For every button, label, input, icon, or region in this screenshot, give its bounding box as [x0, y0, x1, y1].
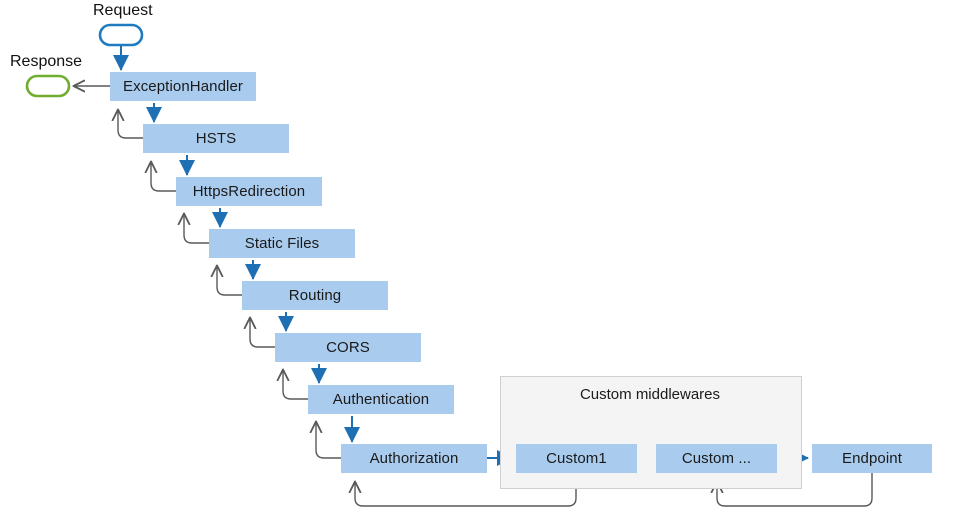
arrow-staticfiles-to-httpsredirection [184, 214, 209, 244]
arrow-hsts-to-exceptionhandler [118, 110, 143, 139]
middleware-box-static-files[interactable]: Static Files [209, 229, 355, 258]
arrow-routing-to-staticfiles [217, 266, 242, 296]
response-oval [25, 74, 71, 98]
arrow-endpoint-to-custommore [717, 473, 873, 507]
arrow-cors-to-routing [250, 318, 275, 348]
request-oval [98, 23, 144, 47]
middleware-box-authorization[interactable]: Authorization [341, 444, 487, 473]
arrow-authorization-to-authentication [316, 422, 341, 459]
arrow-httpsredirection-to-hsts [151, 162, 176, 192]
request-label: Request [93, 2, 153, 19]
middleware-box-endpoint[interactable]: Endpoint [812, 444, 932, 473]
middleware-box-cors[interactable]: CORS [275, 333, 421, 362]
arrow-custom1-to-authorization [355, 473, 577, 507]
middleware-box-exception-handler[interactable]: ExceptionHandler [110, 72, 256, 101]
arrow-authentication-to-cors [283, 370, 308, 400]
middleware-box-custom-more[interactable]: Custom ... [656, 444, 777, 473]
middleware-box-https-redirection[interactable]: HttpsRedirection [176, 177, 322, 206]
middleware-box-custom1[interactable]: Custom1 [516, 444, 637, 473]
middleware-box-routing[interactable]: Routing [242, 281, 388, 310]
response-label: Response [10, 53, 83, 70]
custom-middlewares-group-title: Custom middlewares [579, 386, 721, 403]
middleware-box-hsts[interactable]: HSTS [143, 124, 289, 153]
request-oval-group [98, 23, 144, 47]
middleware-box-authentication[interactable]: Authentication [308, 385, 454, 414]
response-oval-group [25, 74, 71, 98]
